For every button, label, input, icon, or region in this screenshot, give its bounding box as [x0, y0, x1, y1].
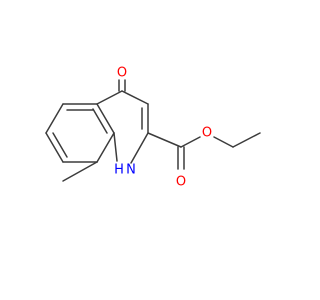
- bond-c4a-c4: [96, 90, 123, 105]
- bond-group: [45, 79, 261, 182]
- molecule-canvas: O N H O O: [45, 65, 261, 190]
- ring-nitrogen-label: N: [126, 163, 136, 178]
- bond-c5-c6: [45, 103, 64, 134]
- bond-c6-c7: [45, 132, 64, 163]
- bond-c8-methyl: [62, 161, 98, 182]
- bond-c4-c3: [121, 90, 149, 105]
- bond-c8-c8a: [96, 132, 115, 163]
- ester-ether-oxygen-label: O: [202, 126, 212, 141]
- bond-n1-c8a: [113, 132, 118, 162]
- structure-diagram: O N H O O: [45, 66, 261, 190]
- bond-ch2-ch3: [232, 132, 261, 148]
- ring-nitrogen-hydrogen-label: H: [114, 163, 124, 178]
- bond-c8a-c4a-inner: [92, 108, 108, 134]
- bond-c6-c7-inner: [52, 132, 68, 158]
- bond-ether-o-ch2: [213, 136, 234, 148]
- ester-carbonyl-oxygen-label: O: [176, 175, 186, 190]
- bond-carbonyl-ether-o: [180, 136, 201, 148]
- bond-c2-n1: [130, 132, 149, 164]
- ketone-oxygen-label: O: [117, 66, 127, 81]
- bond-c2-carbonyl: [147, 132, 182, 148]
- bond-c8a-c4a: [96, 103, 115, 134]
